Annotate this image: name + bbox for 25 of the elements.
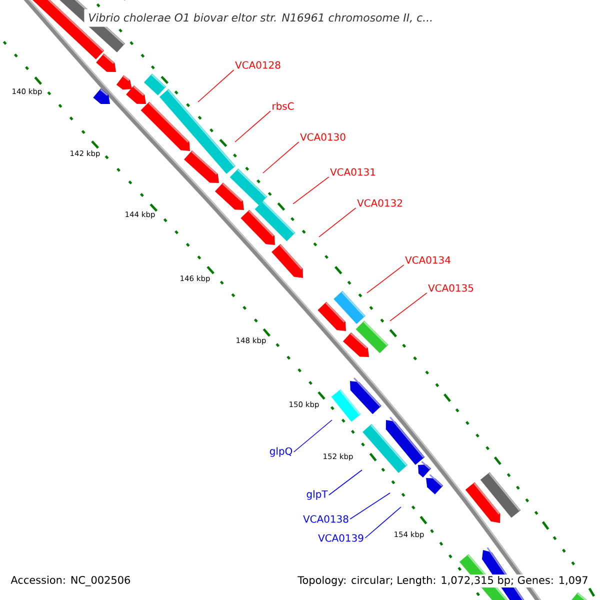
footer-text: Topology: circular; Length: 1,072,315 bp; Genes: 1,097 bbox=[296, 574, 590, 588]
leader-line bbox=[234, 110, 271, 142]
leader-line bbox=[350, 492, 390, 520]
leader-line bbox=[292, 176, 330, 204]
gene-label: VCA0130 bbox=[300, 133, 346, 141]
leader-line bbox=[328, 470, 362, 496]
gene-label: VCA0132 bbox=[357, 199, 402, 207]
leader-line bbox=[293, 420, 332, 452]
gene-label: VCA0131 bbox=[330, 168, 376, 176]
gene-label: glpT bbox=[306, 490, 328, 500]
leader-line bbox=[262, 142, 300, 174]
leader-line bbox=[318, 208, 356, 238]
gene-label: VCA0134 bbox=[405, 256, 450, 264]
gene-label: VCA0128 bbox=[235, 61, 280, 69]
gene-label: VCA0139 bbox=[318, 534, 364, 542]
leader-line bbox=[364, 506, 402, 538]
gene-label: VCA0135 bbox=[428, 284, 474, 292]
gene-label: rbsC bbox=[272, 102, 294, 110]
leader-line bbox=[366, 264, 404, 294]
leader-line bbox=[198, 70, 234, 102]
title: Vibrio cholerae O1 biovar eltor str. N16961 chromosome II, c... bbox=[84, 9, 438, 27]
gene-label: glpQ bbox=[270, 447, 292, 457]
footer-text: Accession: NC_002506 bbox=[9, 574, 132, 588]
gene-label: VCA0138 bbox=[303, 515, 348, 523]
leader-line bbox=[390, 292, 428, 322]
